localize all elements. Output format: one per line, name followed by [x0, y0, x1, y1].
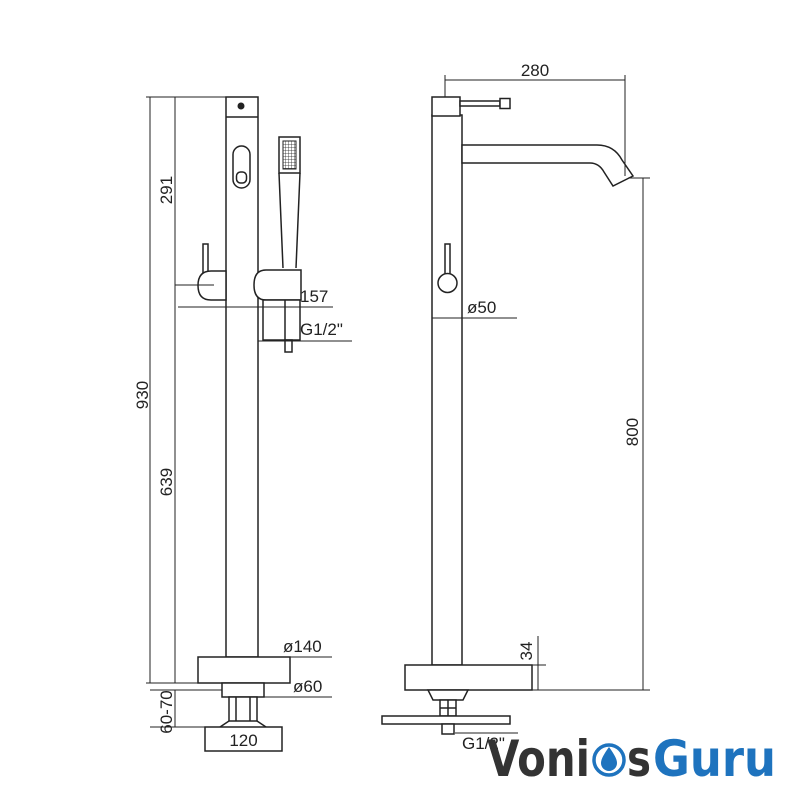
- hose-connector: [262, 299, 301, 341]
- mixer-cap-side: [431, 96, 461, 117]
- water-drop-icon-ring: [592, 743, 626, 777]
- label-installation-depth: 60-70: [157, 690, 176, 733]
- brand-text-part1: Voni: [487, 730, 590, 788]
- brand-logo: Voni s Guru: [487, 730, 776, 788]
- brand-text-part3: Guru: [653, 730, 776, 788]
- side-view: 280 ø50 800 34 G1/2": [381, 61, 650, 753]
- label-total-height: 930: [133, 381, 152, 409]
- mounting-fitting: [228, 696, 258, 722]
- mixer-handle-side: [459, 100, 501, 107]
- diverter-knob-inner: [235, 171, 248, 184]
- label-base-diameter: ø140: [283, 637, 322, 656]
- label-spout-height: 800: [623, 418, 642, 446]
- label-shower-thread: G1/2": [300, 320, 343, 339]
- cap-screw: [237, 102, 245, 110]
- fitting-nut-cross: [440, 700, 456, 716]
- base-plate: [197, 656, 291, 684]
- front-view: 930 291 639 157 G1/2" ø140 ø60 60-70 120: [133, 96, 352, 752]
- inlet-stub-side: [441, 723, 455, 735]
- label-installation-width: 120: [229, 731, 257, 750]
- installation-box: [204, 726, 283, 752]
- mixer-lever: [202, 243, 209, 275]
- label-column-diameter: ø50: [467, 298, 496, 317]
- mounting-fitting-detail: [219, 697, 267, 728]
- diverter-knob-side: [437, 272, 458, 294]
- faucet-column-side: [431, 114, 463, 666]
- base-plate-side: [404, 664, 533, 691]
- hand-shower-holder: [253, 269, 302, 301]
- label-spout-reach: 280: [521, 61, 549, 80]
- label-flange-diameter: ø60: [293, 677, 322, 696]
- hand-shower-handle: [278, 172, 301, 269]
- hand-shower-nozzle-grid: [282, 140, 297, 170]
- mounting-plate-side: [381, 715, 511, 725]
- faucet-column: [225, 96, 259, 658]
- hose-outlet-stub: [284, 339, 293, 353]
- spout: [461, 144, 635, 187]
- brand-text-part2: s: [627, 730, 651, 788]
- diverter-lever-side: [444, 243, 451, 275]
- label-shower-outlet-height: 157: [300, 287, 328, 306]
- label-upper-height: 291: [157, 176, 176, 204]
- floor-fitting-side: [426, 689, 470, 701]
- water-drop-icon: [592, 743, 626, 777]
- label-base-height: 34: [517, 642, 536, 661]
- label-inlet-thread: G1/2": [462, 734, 505, 753]
- label-lower-height: 639: [157, 468, 176, 496]
- water-drop-icon-drop: [601, 747, 617, 771]
- mixer-handle-end: [499, 97, 511, 110]
- floor-flange: [221, 682, 265, 698]
